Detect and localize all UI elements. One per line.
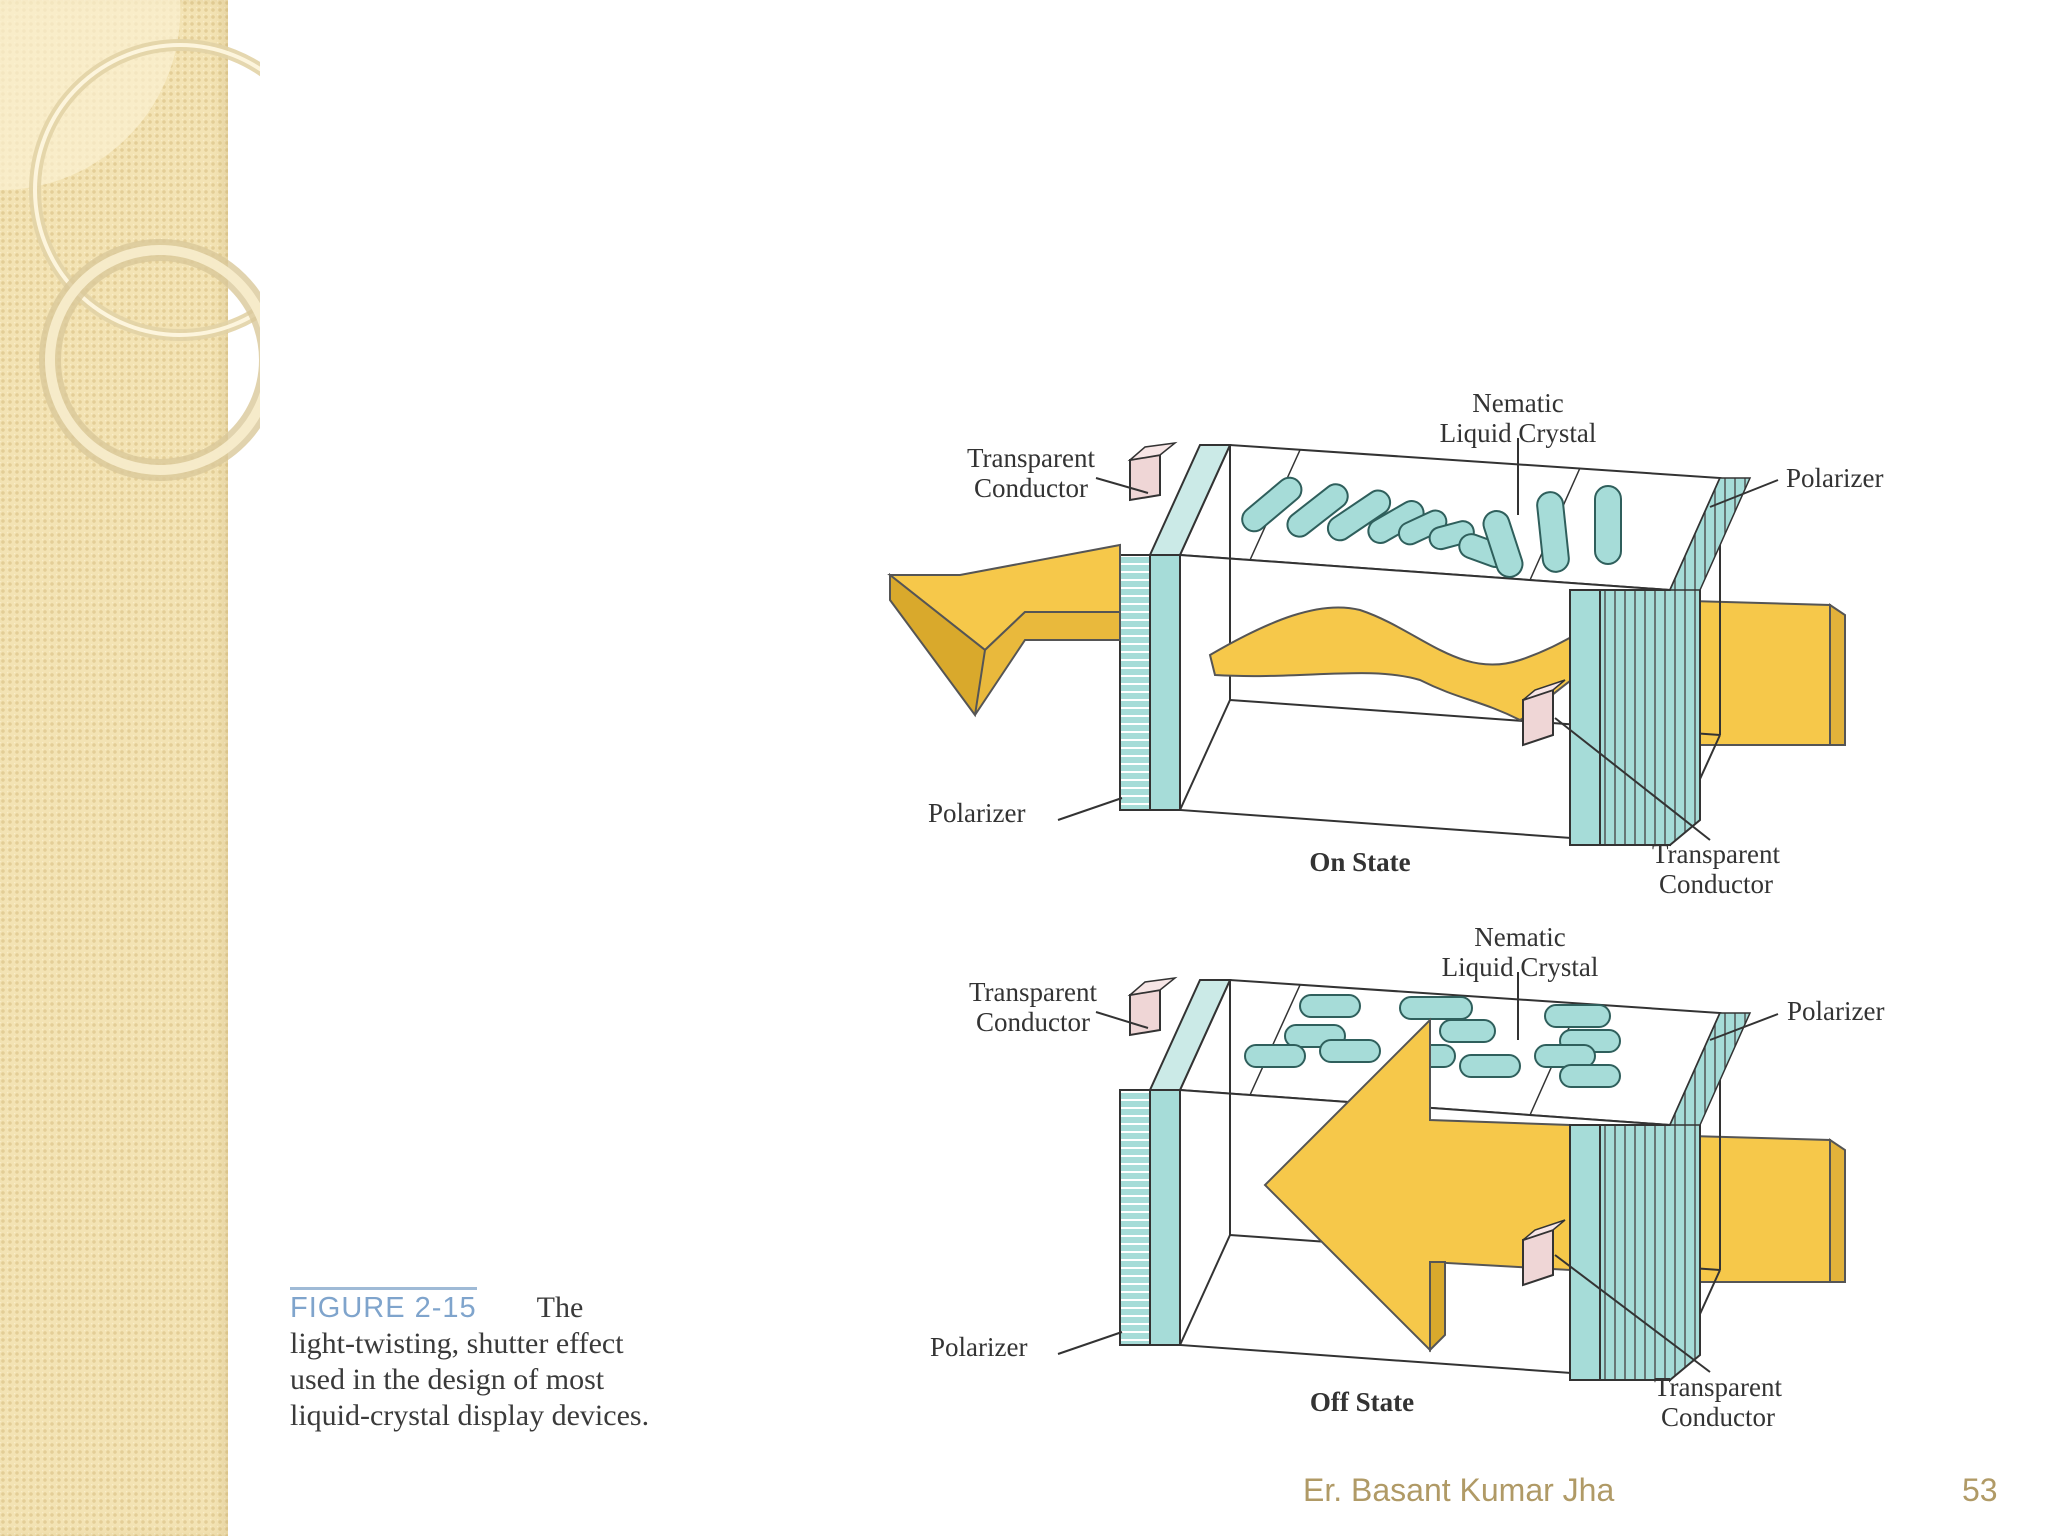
caption-line-1: The [536, 1291, 584, 1324]
on-state-title: On State [1309, 847, 1410, 877]
on-nematic-crystals [1241, 476, 1622, 578]
on-left-conductor [1129, 453, 1161, 502]
on-right-glass [1569, 589, 1601, 846]
on-right-polarizer [1599, 557, 1701, 846]
page-number: 53 [1962, 1472, 1998, 1508]
off-nematic-crystals [1244, 994, 1621, 1088]
on-label-polarizer-left: Polarizer [928, 798, 1025, 828]
off-blocked-light-arrow [1263, 1017, 1571, 1353]
off-state-title: Off State [1310, 1387, 1414, 1417]
on-left-polarizer [1119, 554, 1151, 811]
caption-line-2: light-twisting, shutter effect [290, 1327, 624, 1360]
footer-author: Er. Basant Kumar Jha [1303, 1472, 1615, 1508]
off-right-glass [1569, 1124, 1601, 1381]
caption-line-4: liquid-crystal display devices. [290, 1399, 650, 1432]
figure-caption: FIGURE 2-15 The light-twisting, shutter e… [290, 1287, 770, 1434]
on-label-polarizer-right: Polarizer [1786, 463, 1883, 493]
off-label-polarizer-right: Polarizer [1787, 996, 1884, 1026]
figure-number: FIGURE 2-15 [290, 1287, 477, 1324]
off-left-glass [1149, 1089, 1181, 1346]
off-left-conductor [1129, 988, 1161, 1037]
off-left-polarizer [1119, 1089, 1151, 1346]
on-left-glass [1149, 554, 1181, 811]
decorative-rings [0, 0, 260, 481]
off-label-polarizer-left: Polarizer [930, 1332, 1027, 1362]
caption-line-3: used in the design of most [290, 1363, 605, 1396]
off-right-polarizer [1599, 1092, 1701, 1381]
